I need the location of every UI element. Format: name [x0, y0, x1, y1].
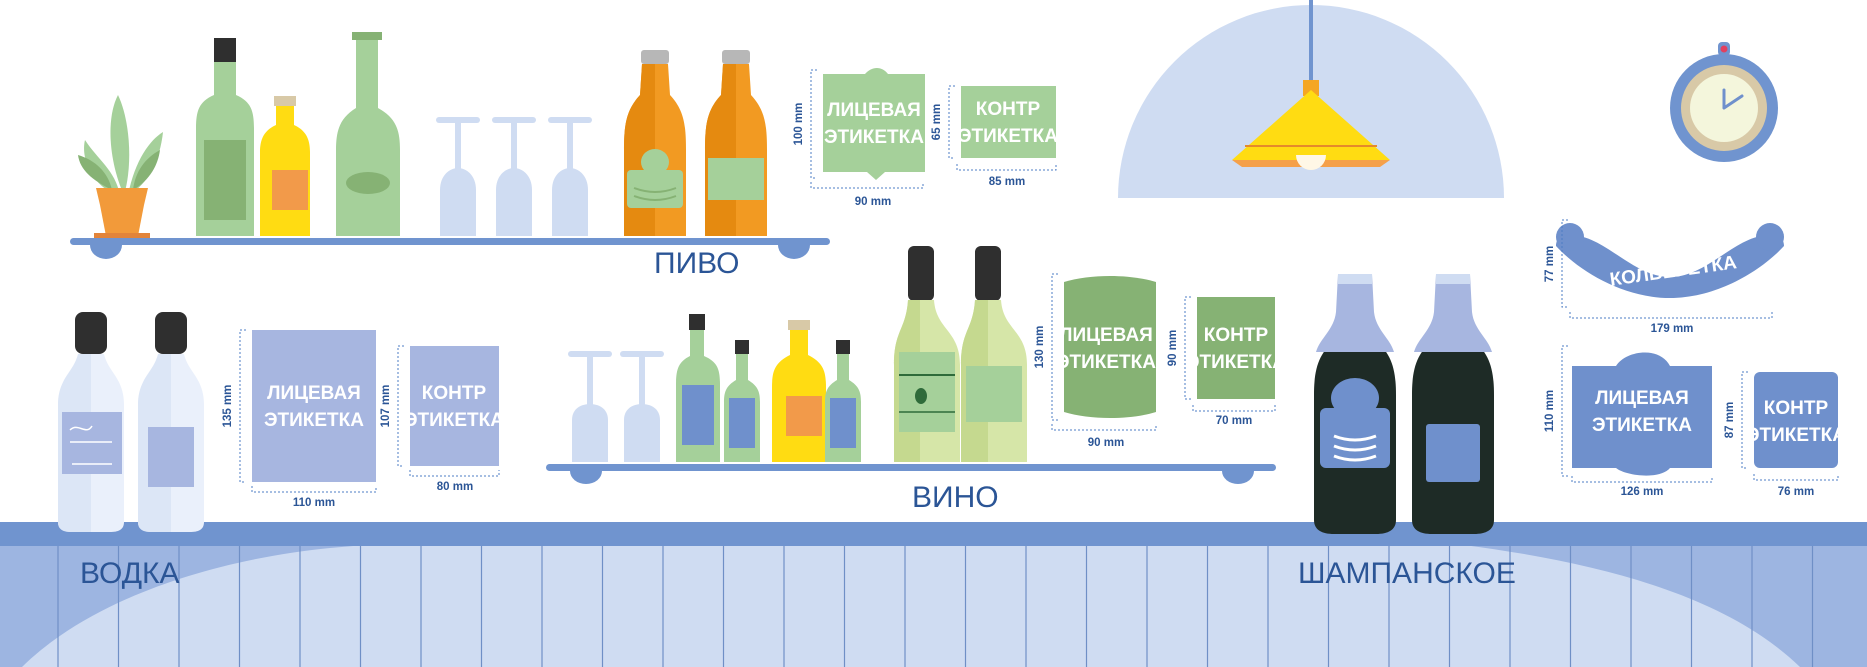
glass: [436, 117, 480, 236]
vodka-face-width: 110 mm: [293, 497, 335, 509]
vodka-bottle: [58, 312, 124, 532]
glass: [620, 351, 664, 462]
wine-face-width: 90 mm: [1088, 437, 1124, 449]
vodka-back-height: 107 mm: [380, 385, 392, 428]
hanging-glasses: [568, 351, 664, 462]
champagne-face-label: ЛИЦЕВАЯ ЭТИКЕТКА: [1572, 352, 1712, 476]
glass: [492, 117, 536, 236]
potted-plant-icon: [78, 95, 163, 238]
wine-back-height: 90 mm: [1167, 330, 1179, 366]
beer-bottle: [705, 50, 767, 236]
flask-bottle: [336, 32, 400, 236]
wine-face-label: ЛИЦЕВАЯ ЭТИКЕТКА: [1056, 276, 1156, 418]
section-title-vodka: ВОДКА: [80, 557, 180, 590]
champagne-back-height: 87 mm: [1724, 402, 1736, 438]
oil-bottle: [772, 320, 826, 462]
bar-counter: [0, 522, 1867, 667]
collar-label: КОЛЬЕРЕТКА: [1556, 223, 1784, 298]
champagne-back-label: КОНТР ЭТИКЕТКА: [1746, 372, 1846, 468]
champagne-face-height: 110 mm: [1544, 390, 1556, 432]
champagne-bottle: [1412, 274, 1494, 534]
small-bottle: [724, 340, 760, 462]
beer-face-height: 100 mm: [793, 103, 805, 146]
wine-back-width: 70 mm: [1216, 415, 1252, 427]
face-label-line1: ЛИЦЕВАЯ: [1595, 388, 1689, 409]
back-label-line2: ЭТИКЕТКА: [958, 126, 1058, 147]
face-label-line2: ЭТИКЕТКА: [824, 127, 924, 148]
face-label-line1: ЛИЦЕВАЯ: [1059, 325, 1153, 346]
back-label-line1: КОНТР: [1204, 325, 1269, 346]
face-label-line2: ЭТИКЕТКА: [264, 410, 364, 431]
oil-bottle: [260, 96, 310, 236]
section-title-champagne: ШАМПАНСКОЕ: [1298, 557, 1516, 590]
beer-back-width: 85 mm: [989, 176, 1025, 188]
wine-bottle: [196, 38, 254, 236]
back-label-line2: ЭТИКЕТКА: [1746, 425, 1846, 446]
champagne-back-width: 76 mm: [1778, 486, 1814, 498]
wine-bottle: [961, 246, 1027, 462]
hanging-glasses: [436, 117, 592, 236]
back-label-line2: ЭТИКЕТКА: [404, 410, 504, 431]
vodka-bottle: [138, 312, 204, 532]
section-title-wine: ВИНО: [912, 481, 999, 514]
wine-bottle: [894, 246, 960, 462]
wine-back-label: КОНТР ЭТИКЕТКА: [1186, 297, 1286, 399]
face-label-line2: ЭТИКЕТКА: [1592, 415, 1692, 436]
collar-height: 77 mm: [1544, 246, 1556, 282]
wine-shelf: [546, 464, 1276, 484]
section-title-beer: ПИВО: [654, 247, 739, 280]
face-label-line1: ЛИЦЕВАЯ: [827, 100, 921, 121]
glass: [568, 351, 612, 462]
wine-face-height: 130 mm: [1034, 326, 1046, 369]
wall-clock-icon: [1670, 42, 1778, 162]
vodka-back-label: КОНТР ЭТИКЕТКА: [404, 346, 504, 466]
collar-width: 179 mm: [1651, 323, 1694, 335]
vodka-back-width: 80 mm: [437, 481, 473, 493]
vodka-face-label: ЛИЦЕВАЯ ЭТИКЕТКА: [252, 330, 376, 482]
beer-face-width: 90 mm: [855, 196, 891, 208]
back-label-line1: КОНТР: [1764, 398, 1829, 419]
small-bottle: [825, 340, 861, 462]
vodka-face-height: 135 mm: [222, 385, 234, 428]
back-label-line2: ЭТИКЕТКА: [1186, 352, 1286, 373]
small-bottle: [676, 314, 720, 462]
ceiling-lamp-icon: [1232, 0, 1390, 170]
champagne-bottle: [1314, 274, 1396, 534]
champagne-face-width: 126 mm: [1621, 486, 1664, 498]
back-label-line1: КОНТР: [422, 383, 487, 404]
beer-face-label: ЛИЦЕВАЯ ЭТИКЕТКА: [823, 68, 925, 180]
face-label-line1: ЛИЦЕВАЯ: [267, 383, 361, 404]
back-label-line1: КОНТР: [976, 99, 1041, 120]
top-shelf: [70, 238, 830, 259]
beer-back-label: КОНТР ЭТИКЕТКА: [958, 86, 1058, 158]
face-label-line2: ЭТИКЕТКА: [1056, 352, 1156, 373]
beer-back-height: 65 mm: [931, 104, 943, 140]
glass: [548, 117, 592, 236]
beer-bottle: [624, 50, 686, 236]
